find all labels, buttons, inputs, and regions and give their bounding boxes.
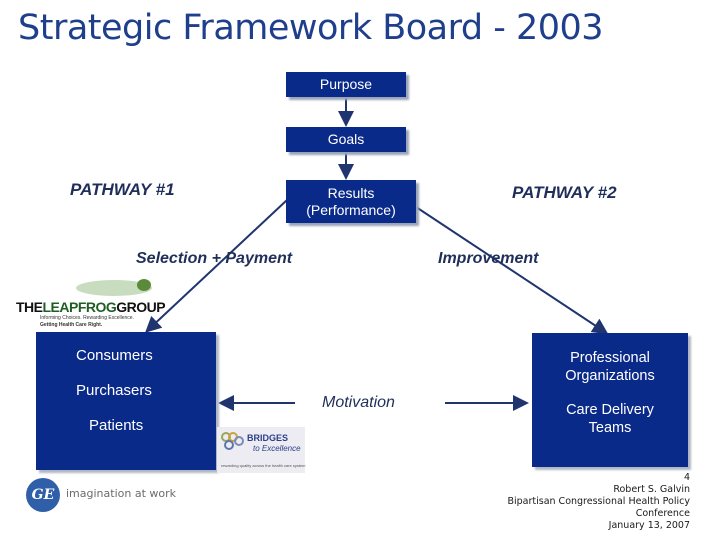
leapfrog-brand-group: GROUP — [116, 299, 166, 315]
professional-line: Professional — [570, 350, 650, 366]
purchasers-label: Purchasers — [76, 382, 152, 399]
providers-box: Professional Organizations Care Delivery… — [532, 333, 688, 467]
pathway-1-label: PATHWAY #1 — [70, 180, 175, 199]
footer-date: January 13, 2007 — [608, 520, 690, 531]
ge-logo: GE — [26, 478, 60, 512]
leapfrog-brand-the: THE — [16, 299, 43, 315]
bridges-subname: to Excellence — [253, 444, 301, 453]
slide-title: Strategic Framework Board - 2003 — [18, 8, 604, 48]
leapfrog-frog-icon — [76, 279, 152, 296]
bridges-tagline: rewarding quality across the health care… — [221, 463, 306, 468]
pathway-2-label: PATHWAY #2 — [512, 183, 617, 202]
stakeholders-box: Consumers Purchasers Patients — [36, 332, 216, 470]
care-delivery-teams-label: Care Delivery Teams — [532, 401, 688, 437]
purpose-label: Purpose — [319, 76, 373, 92]
patients-label: Patients — [89, 417, 144, 434]
leapfrog-logo: THELEAPFROGGROUP Informing Choices. Rewa… — [14, 275, 166, 330]
performance-label: (Performance) — [306, 201, 396, 218]
selection-payment-label: Selection + Payment — [136, 250, 293, 267]
results-label: Results — [327, 184, 375, 201]
page-number: 4 — [683, 472, 690, 483]
purpose-node: Purpose — [286, 72, 406, 97]
leapfrog-brand-leapfrog: LEAPFROG — [42, 299, 117, 315]
organizations-line: Organizations — [565, 368, 655, 384]
arrow-results-left — [145, 199, 288, 333]
goals-label: Goals — [327, 131, 365, 147]
footer-event-2: Conference — [635, 508, 690, 519]
leapfrog-tagline-1: Informing Choices. Rewarding Excellence. — [40, 315, 134, 321]
footer-citation: 4 Robert S. Galvin Bipartisan Congressio… — [507, 472, 690, 532]
professional-organizations-label: Professional Organizations — [532, 349, 688, 385]
bridges-to-excellence-logo: BRIDGES to Excellence rewarding quality … — [217, 427, 305, 473]
leapfrog-brand: THELEAPFROGGROUP — [16, 299, 166, 315]
bridges-circles-icon — [221, 432, 244, 450]
ge-logo-text: GE — [31, 487, 55, 503]
consumers-label: Consumers — [76, 347, 153, 364]
bridges-name: BRIDGES — [247, 433, 289, 443]
improvement-label: Improvement — [438, 250, 539, 267]
goals-node: Goals — [286, 127, 406, 152]
care-delivery-line: Care Delivery — [566, 402, 654, 418]
arrow-results-right — [412, 204, 609, 335]
results-node: Results (Performance) — [286, 180, 416, 223]
footer-event: Bipartisan Congressional Health Policy — [507, 496, 690, 507]
ge-slogan: imagination at work — [66, 487, 176, 500]
leapfrog-tagline-2: Getting Health Care Right. — [40, 322, 103, 328]
footer-author: Robert S. Galvin — [613, 484, 690, 495]
motivation-label: Motivation — [322, 394, 395, 411]
teams-line: Teams — [588, 420, 632, 436]
